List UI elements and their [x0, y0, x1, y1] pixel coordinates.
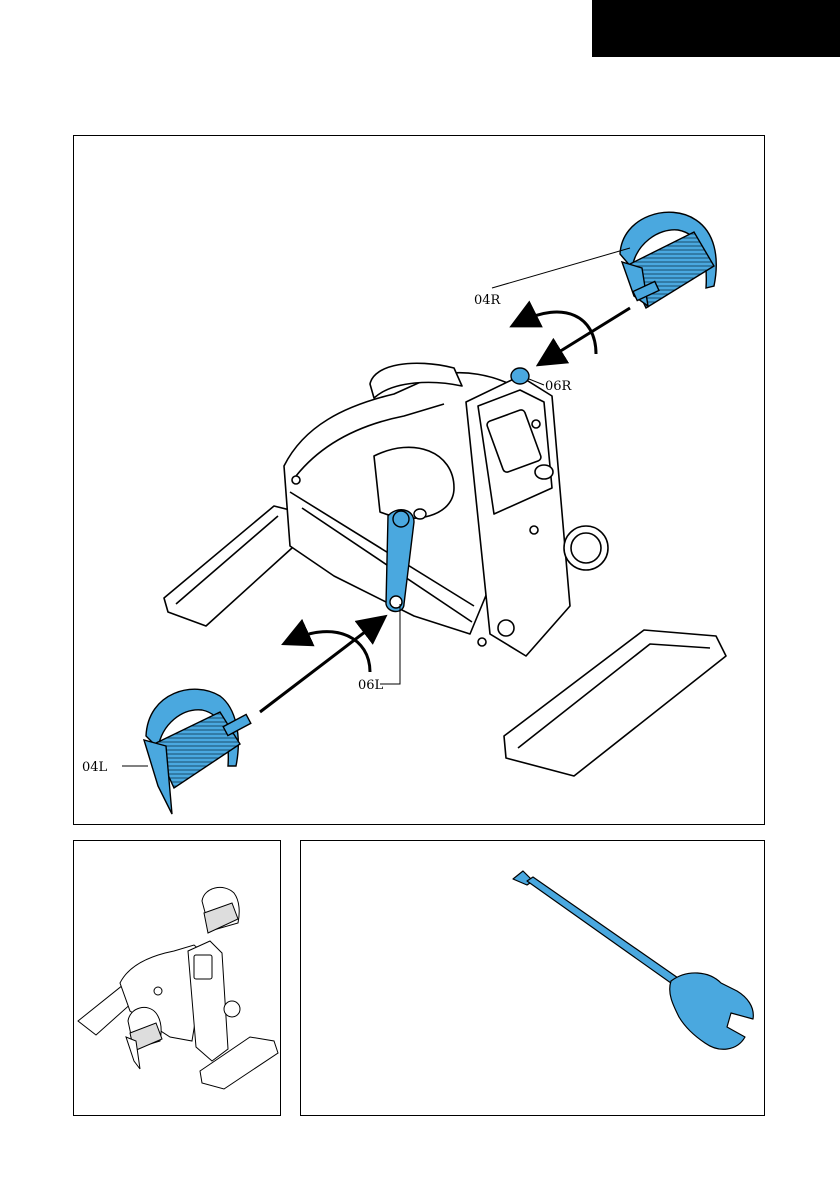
label-04l: 04L — [82, 760, 108, 775]
assembled-bike-thumbnail — [74, 841, 282, 1117]
crank-right — [511, 368, 529, 384]
assembled-preview-panel — [73, 840, 281, 1116]
assembly-panel: 04R 06R 06L 04L — [73, 135, 765, 825]
tool-panel — [300, 840, 765, 1116]
label-06l: 06L — [358, 678, 384, 693]
label-06r: 06R — [545, 379, 573, 394]
corner-tab — [592, 0, 840, 57]
bike-body — [164, 363, 726, 776]
label-04r: 04R — [474, 293, 502, 308]
pedal-left — [144, 689, 251, 814]
pedal-right — [620, 212, 716, 308]
wrench-tool — [301, 841, 766, 1117]
assembly-illustration: 04R 06R 06L 04L — [74, 136, 766, 826]
